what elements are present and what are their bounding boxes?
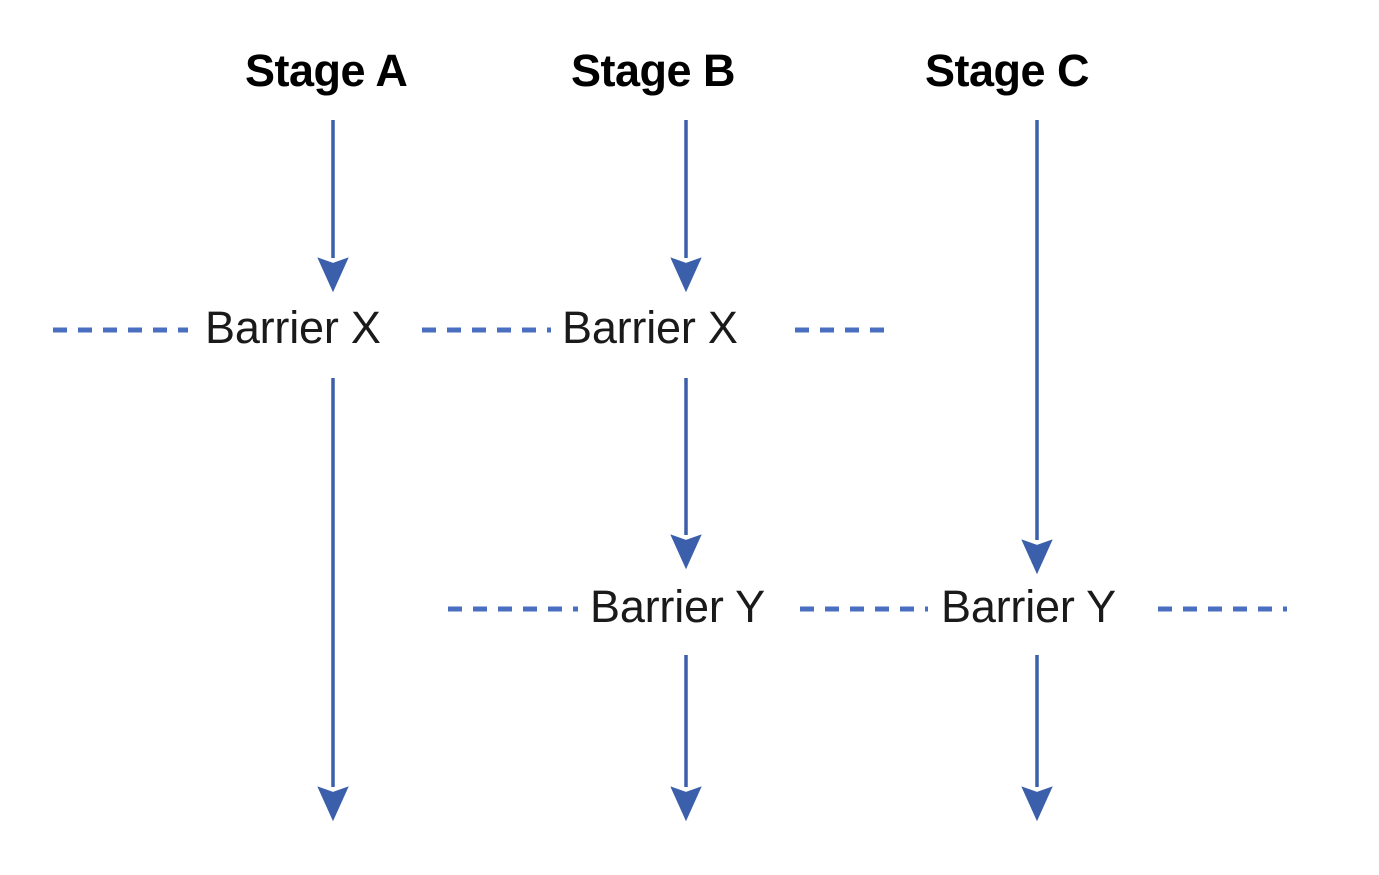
barrier-label-y-stage-c: Barrier Y — [941, 581, 1116, 632]
arrow-group — [317, 120, 1053, 822]
stage-header-c: Stage C — [925, 45, 1090, 96]
barrier-label-x-stage-a: Barrier X — [205, 302, 381, 353]
stage-header-a: Stage A — [245, 45, 408, 96]
stage-header-b: Stage B — [571, 45, 736, 96]
barrier-label-y-stage-b: Barrier Y — [590, 581, 765, 632]
barrier-label-x-stage-b: Barrier X — [562, 302, 738, 353]
